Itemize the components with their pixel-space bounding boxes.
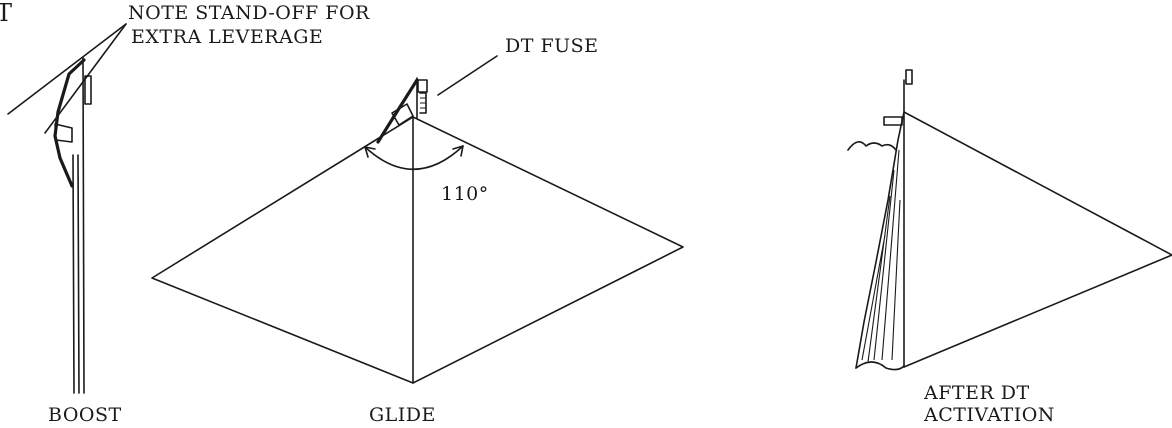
dt-fuse-leader-line	[437, 55, 498, 96]
after-caption-line-1: AFTER DT	[924, 382, 1030, 404]
note-label-line-1: NOTE STAND-OFF FOR	[128, 2, 370, 24]
after-wing-outline	[903, 111, 1172, 368]
angle-arrow-right	[452, 145, 464, 157]
after-folded-wing-edge	[855, 111, 905, 369]
glide-wing-outline	[151, 116, 684, 384]
glide-raised-wing	[376, 78, 419, 144]
angle-label: 110°	[441, 183, 489, 205]
note-label-line-2: EXTRA LEVERAGE	[131, 26, 324, 48]
after-wing-bottom	[855, 361, 905, 371]
after-dt-figure	[847, 69, 1172, 371]
after-stand-off	[883, 116, 903, 126]
after-wing-folds	[861, 149, 901, 363]
boost-folded-wing	[53, 58, 86, 188]
glide-figure	[151, 77, 684, 384]
boost-fuselage-line-3	[82, 57, 85, 394]
after-caption-line-2: ACTIVATION	[924, 404, 1055, 426]
glide-caption: GLIDE	[369, 404, 436, 426]
boost-figure	[53, 57, 92, 394]
boost-dt-fuse	[84, 75, 92, 105]
glide-stand-off	[391, 103, 414, 126]
boost-caption: BOOST	[48, 404, 122, 426]
angle-arrow-left	[364, 146, 376, 158]
glide-fuse-coils	[420, 97, 426, 109]
after-fuse-box	[905, 69, 913, 85]
boost-stand-off	[54, 123, 73, 143]
boost-fuselage-line-2	[77, 154, 80, 394]
angle-arc	[364, 145, 464, 171]
glide-fuse-box	[417, 79, 428, 93]
after-fuse-smoke	[847, 141, 897, 151]
boost-fuselage-line-1	[72, 154, 75, 394]
cut-label-glyph: T	[0, 0, 13, 27]
dt-fuse-label: DT FUSE	[505, 35, 599, 57]
